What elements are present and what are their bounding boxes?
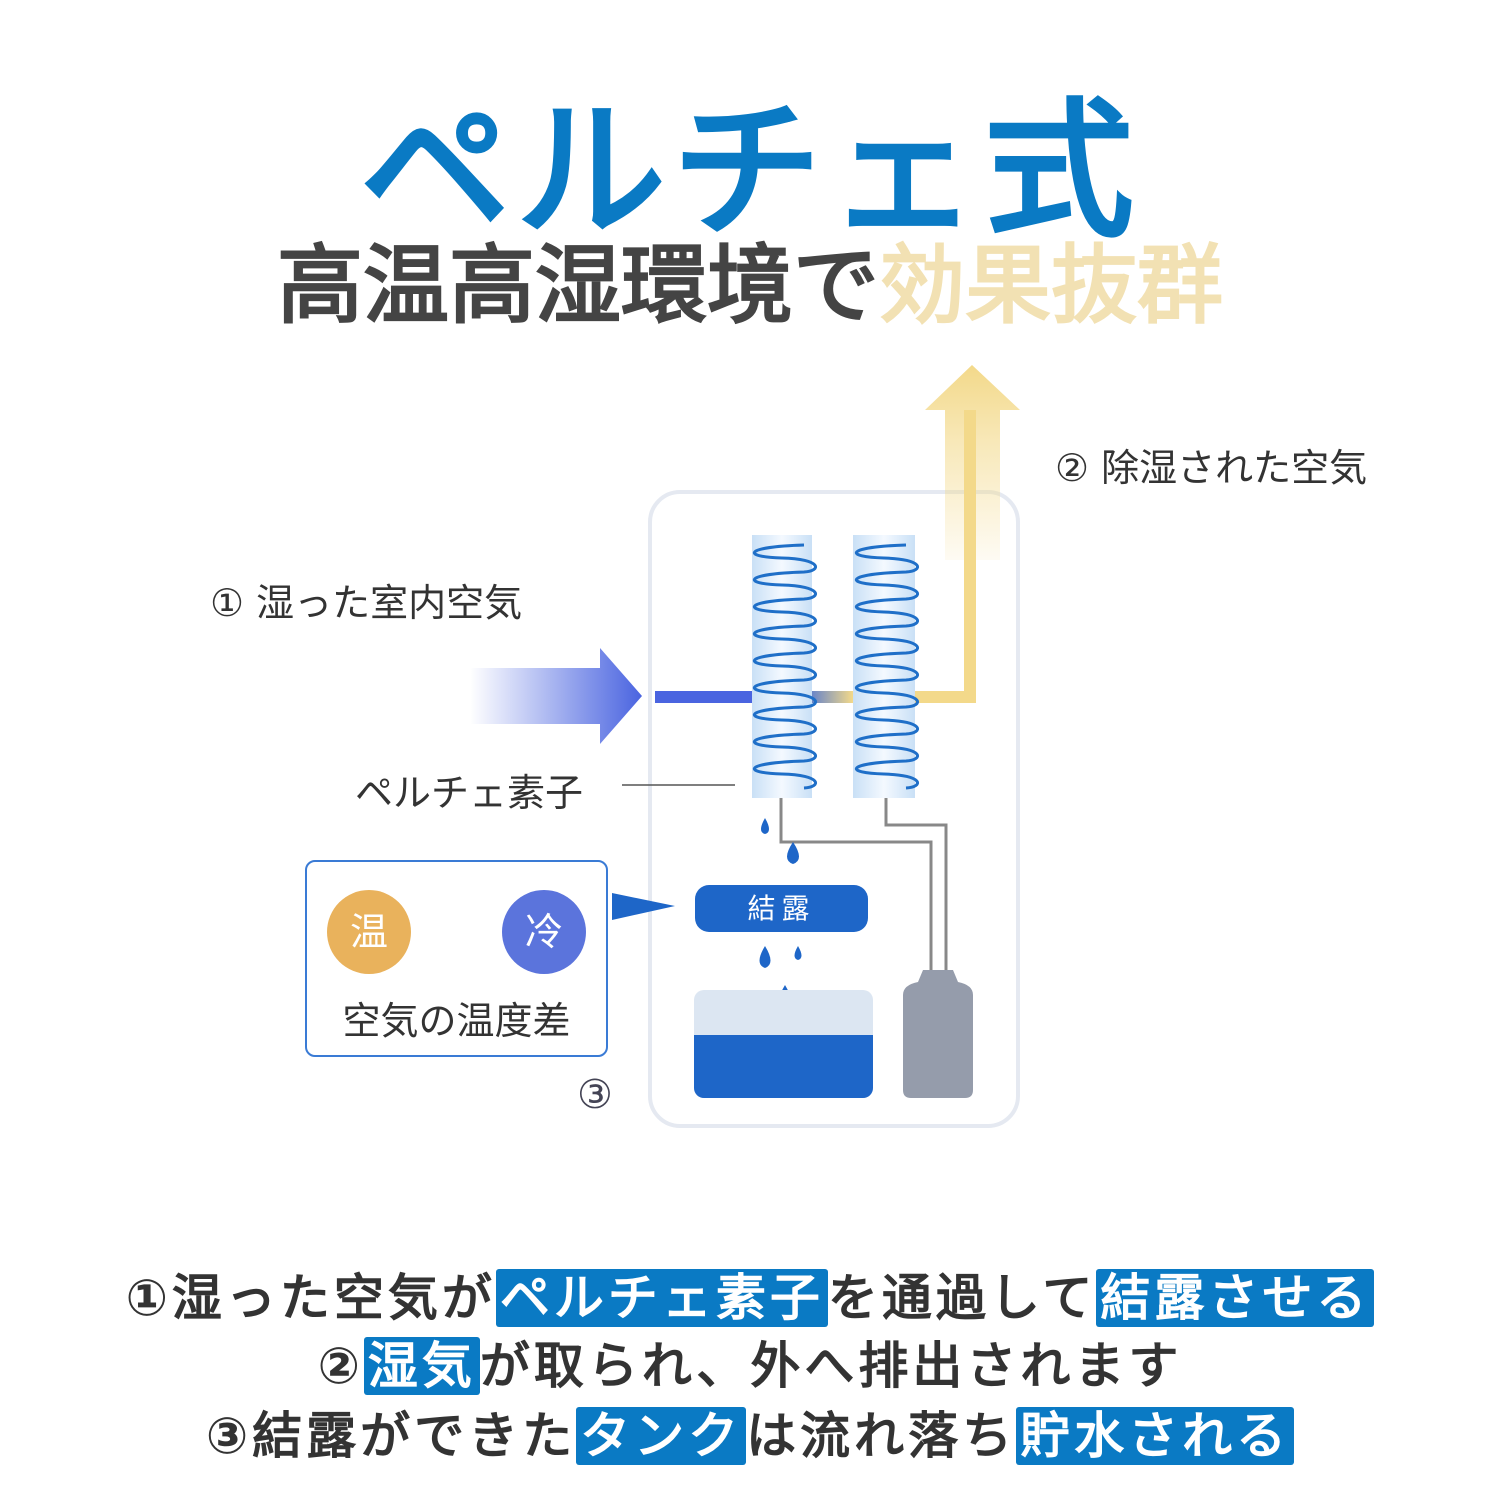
dry-air-label: ② 除湿された空気	[1055, 446, 1368, 490]
highlight-text: 結露させる	[1096, 1269, 1375, 1327]
highlight-text: 貯水される	[1016, 1407, 1295, 1465]
highlight-text: タンク	[576, 1407, 747, 1465]
drain-bottle	[903, 970, 973, 1098]
step-text: ①湿った空気が	[125, 1269, 496, 1327]
step-text: を通過して	[827, 1269, 1097, 1327]
step-line: ②湿気が取られ、外へ排出されます	[0, 1326, 1500, 1398]
step-text: ③結露ができた	[205, 1407, 577, 1465]
temperature-difference-caption: 空気の温度差	[342, 999, 571, 1043]
pipe	[884, 798, 948, 970]
tank-water	[694, 1035, 873, 1098]
cold-badge: 冷	[502, 890, 586, 974]
step-text: が取られ、外へ排出されます	[479, 1337, 1183, 1395]
pipe	[779, 798, 933, 970]
step-3-marker: ③	[577, 1072, 613, 1118]
temperature-difference-callout: 温 冷 空気の温度差	[305, 860, 608, 1057]
peltier-label: ペルチェ素子	[355, 771, 584, 815]
page-title: ペルチェ式	[359, 83, 1140, 259]
subtitle-main: 高温高湿環境で	[277, 235, 879, 336]
warm-badge: 温	[327, 890, 411, 974]
subtitle: 高温高湿環境で効果抜群	[0, 215, 1500, 340]
subtitle-highlight: 効果抜群	[879, 235, 1223, 336]
coil	[854, 543, 919, 790]
callout-pointer	[612, 893, 675, 920]
humid-air-arrow	[470, 648, 642, 744]
step-line: ③結露ができたタンクは流れ落ち貯水される	[0, 1396, 1500, 1468]
dry-air-path	[915, 410, 976, 703]
highlight-text: ペルチェ素子	[495, 1269, 828, 1327]
step-text: は流れ落ち	[746, 1407, 1017, 1465]
step-text: ②	[317, 1337, 364, 1395]
unit-housing	[648, 490, 1020, 1128]
humid-air-label: ① 湿った室内空気	[210, 581, 523, 625]
coil	[752, 543, 817, 790]
humid-air-path	[655, 691, 752, 703]
connector	[812, 691, 853, 703]
step-line: ①湿った空気がペルチェ素子を通過して結露させる	[0, 1258, 1500, 1330]
dew-label: 結露	[695, 885, 868, 932]
highlight-text: 湿気	[363, 1337, 480, 1395]
